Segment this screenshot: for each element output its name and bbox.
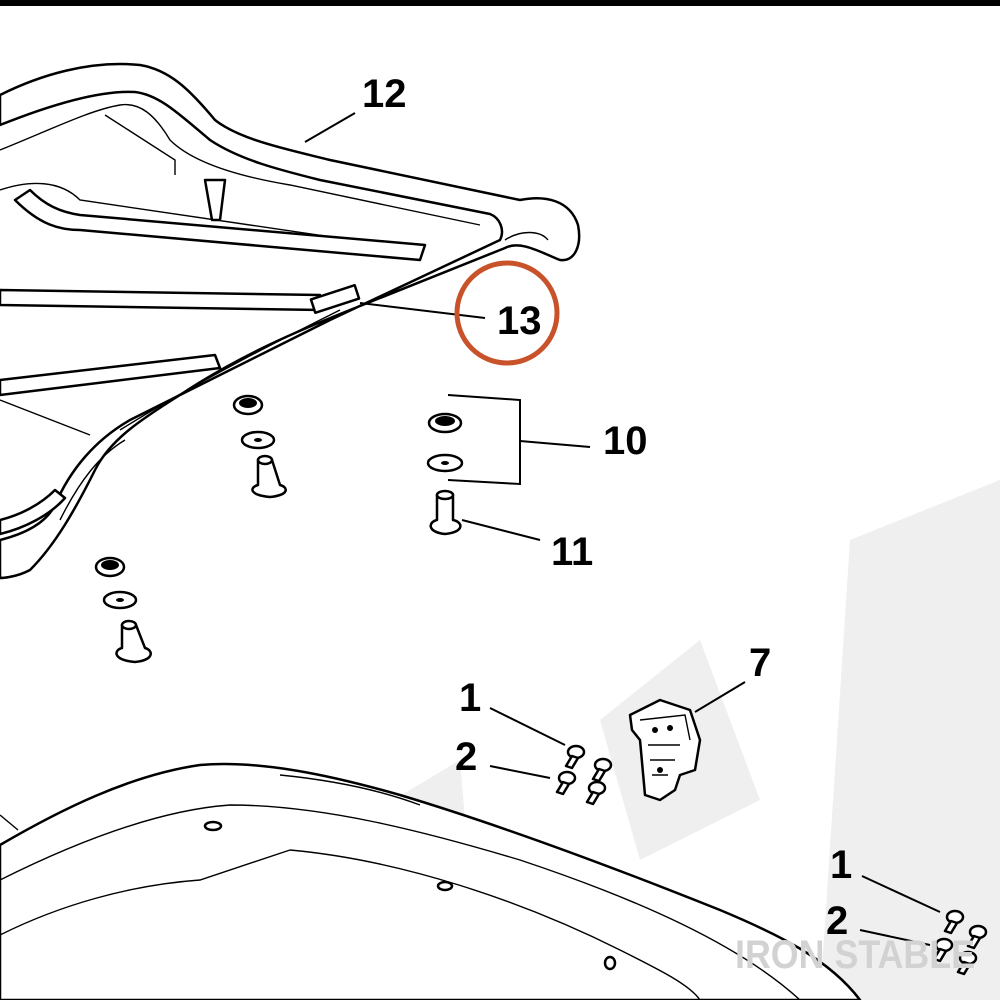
top-border [0, 0, 1000, 6]
callout-2-right: 2 [826, 899, 848, 943]
bolt-set-right [932, 909, 988, 976]
callout-11: 11 [551, 530, 593, 574]
callout-1-right: 1 [830, 843, 852, 887]
callout-13: 13 [497, 299, 542, 343]
watermark-text: IRON STABLE [735, 933, 975, 977]
callout-1-center: 1 [459, 676, 481, 720]
rack-mount-hardware-right [426, 412, 464, 536]
rear-fender [0, 762, 862, 1000]
rear-rack [0, 62, 581, 580]
mounting-bracket [628, 698, 702, 802]
callout-7: 7 [749, 641, 771, 685]
rack-mount-hardware-left [94, 394, 287, 664]
bolt-set-center [555, 744, 613, 806]
leader-lines [304, 112, 941, 946]
highlight-circle [454, 260, 560, 366]
callout-10: 10 [603, 419, 648, 463]
callout-12: 12 [362, 72, 407, 116]
callout-2-center: 2 [455, 735, 477, 779]
